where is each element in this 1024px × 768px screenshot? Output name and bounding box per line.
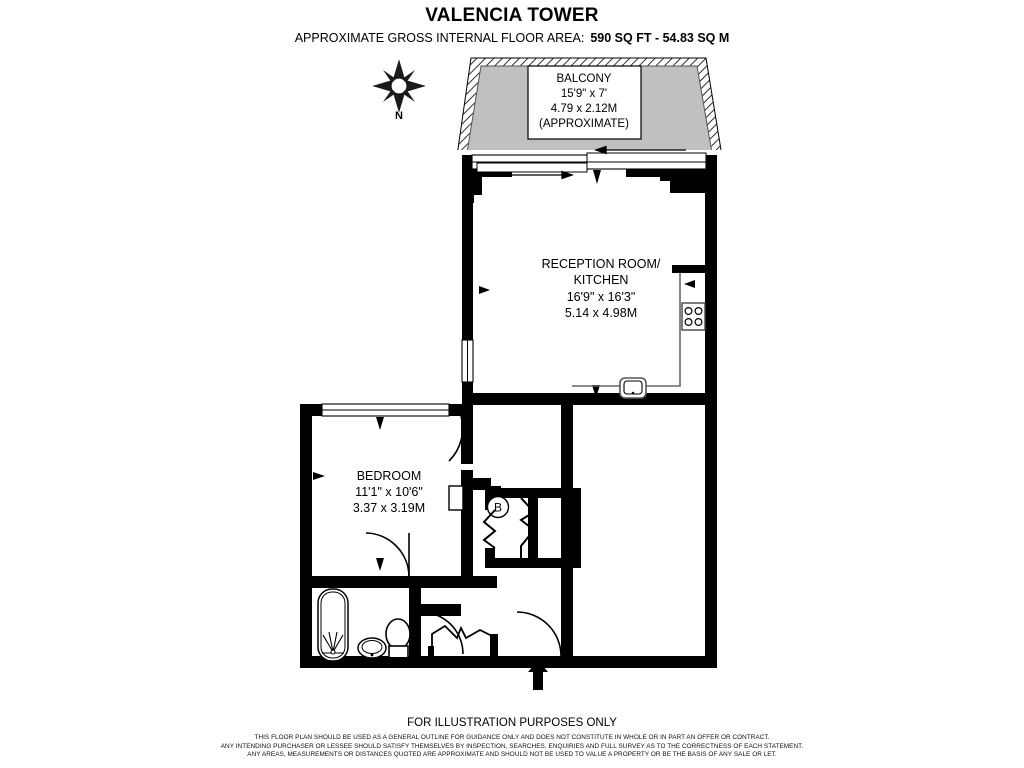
room-labels: RECEPTION ROOM/ KITCHEN 16'9" x 16'3" 5.… <box>353 257 661 515</box>
bedroom-wardrobe <box>448 485 464 511</box>
entrance-arrow-icon <box>528 660 548 690</box>
disclaimer-line-3: ANY AREAS, MEASUREMENTS OR DISTANCES QUO… <box>247 751 777 759</box>
reception-name-line1: RECEPTION ROOM/ <box>542 257 661 271</box>
bedroom-name: BEDROOM <box>357 469 422 483</box>
bedroom-dim-imperial: 11'1" x 10'6" <box>355 485 423 499</box>
bathroom-fittings <box>317 588 412 663</box>
toilet-icon <box>385 618 412 663</box>
balcony-name: BALCONY <box>557 73 612 85</box>
wash-basin-icon <box>357 637 387 659</box>
cupboard-doors <box>482 497 536 558</box>
cupboard-b-label: B <box>494 501 502 515</box>
balcony-note: (APPROXIMATE) <box>539 118 629 130</box>
reception-name-line2: KITCHEN <box>574 273 629 287</box>
hall-unit-base <box>428 634 498 660</box>
page-title: VALENCIA TOWER <box>425 5 599 26</box>
bedroom-dim-metric: 3.37 x 3.19M <box>353 501 425 515</box>
floor-area-line: APPROXIMATE GROSS INTERNAL FLOOR AREA: 59… <box>0 30 1024 46</box>
room-balcony: BALCONY 15'9" x 7' 4.79 x 2.12M (APPROXI… <box>456 57 723 157</box>
balcony-label-box <box>527 65 642 140</box>
footer-title: FOR ILLUSTRATION PURPOSES ONLY <box>407 717 617 729</box>
balcony-dim-metric: 4.79 x 2.12M <box>551 103 617 115</box>
plan-header: VALENCIA TOWER APPROXIMATE GROSS INTERNA… <box>0 0 1024 46</box>
hall-unit <box>431 624 493 648</box>
compass-north-label: N <box>395 110 403 122</box>
plan-footer: FOR ILLUSTRATION PURPOSES ONLY THIS FLOO… <box>0 716 1024 760</box>
compass-rose-icon: N <box>372 59 426 122</box>
window-reception-left <box>461 339 474 383</box>
window-bedroom-top <box>321 403 450 417</box>
disclaimer-line-2: ANY INTENDING PURCHASER OR LESSEE SHOULD… <box>220 742 804 750</box>
kitchen-fittings <box>572 265 708 399</box>
disclaimer-block: THIS FLOOR PLAN SHOULD BE USED AS A GENE… <box>0 734 1024 760</box>
kitchen-sink-icon <box>619 377 647 399</box>
kitchen-hob-icon <box>681 302 706 331</box>
window-patio-doors <box>471 145 707 180</box>
floor-area-label: APPROXIMATE GROSS INTERNAL FLOOR AREA: <box>294 31 585 45</box>
reception-dim-imperial: 16'9" x 16'3" <box>567 290 636 304</box>
reception-dim-metric: 5.14 x 4.98M <box>565 306 637 320</box>
windows <box>321 145 707 417</box>
dimension-ticks <box>313 170 695 571</box>
door-swings <box>365 415 562 657</box>
floor-area-value: 590 SQ FT - 54.83 SQ M <box>590 31 730 45</box>
bathtub-icon <box>317 588 349 662</box>
disclaimer-line-1: THIS FLOOR PLAN SHOULD BE USED AS A GENE… <box>254 734 770 741</box>
balcony-dim-imperial: 15'9" x 7' <box>561 88 607 100</box>
